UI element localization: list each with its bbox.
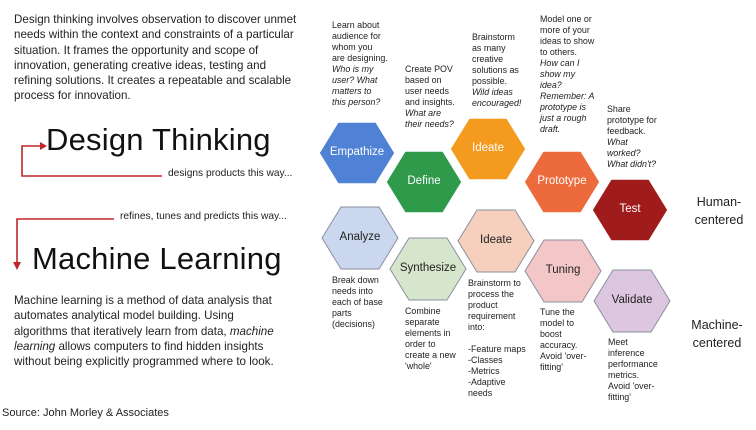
design-note: designs products this way...	[168, 168, 293, 179]
human-centered-label: Human- centered	[694, 195, 744, 227]
hexagon-ideate-bottom	[457, 209, 535, 273]
hexagon-empathize	[318, 121, 396, 185]
hexagon-ideate-top	[449, 117, 527, 181]
hexagon-label-ideate-top: Ideate	[472, 142, 504, 154]
hexagon-validate	[593, 269, 671, 333]
hexagon-label-synthesize: Synthesize	[399, 262, 457, 274]
machine-centered-label: Machine- centered	[691, 318, 743, 350]
hexagon-label-tuning: Tuning	[545, 264, 581, 276]
ml-note: refines, tunes and predicts this way...	[120, 211, 287, 222]
hexagon-define	[385, 150, 463, 214]
source-credit: Source: John Morley & Associates	[2, 407, 169, 419]
design-thinking-intro: Design thinking involves observation to …	[14, 13, 297, 103]
hexagon-label-ideate-bottom: Ideate	[480, 234, 512, 246]
hexagon-test	[591, 178, 669, 242]
hexagon-label-analyze: Analyze	[339, 231, 381, 243]
ml-emphasis: machine learning	[14, 324, 274, 353]
hexagon-prototype	[523, 150, 601, 214]
hexagon-label-define: Define	[407, 175, 441, 187]
machine-learning-title: Machine Learning	[32, 241, 282, 276]
hexagon-label-empathize: Empathize	[329, 146, 385, 158]
machine-learning-description: Machine learning is a method of data ana…	[14, 294, 274, 369]
hexagon-label-validate: Validate	[611, 294, 653, 306]
design-thinking-title: Design Thinking	[46, 122, 271, 157]
hexagon-label-prototype: Prototype	[537, 175, 587, 187]
hexagon-synthesize	[389, 237, 467, 301]
hexagon-tuning	[524, 239, 602, 303]
hexagon-label-test: Test	[619, 203, 641, 215]
hexagon-analyze	[321, 206, 399, 270]
